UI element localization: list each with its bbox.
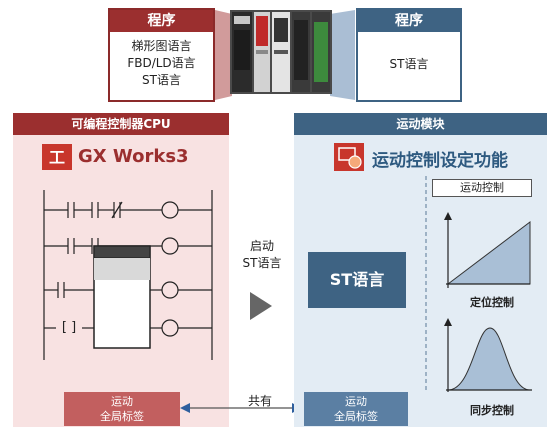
motion-panel-header: 运动模块 [294, 113, 547, 135]
ladder-bracket-label: [ ] [56, 320, 82, 335]
gx-works3-title: GX Works3 [78, 146, 189, 167]
start-st-label: 启动 ST语言 [242, 239, 282, 270]
program-lang-st-motion: ST语言 [389, 57, 429, 71]
ladder-diagram [43, 190, 213, 360]
gx-works3-icon: 工 [42, 144, 72, 170]
program-box-cpu: 程序 梯形图语言 FBD/LD语言 ST语言 [108, 8, 215, 102]
motion-global-label: 运动 全局标签 [304, 392, 408, 426]
st-language-box: ST语言 [308, 252, 406, 308]
shared-arrow [180, 403, 302, 413]
program-lang-ladder: 梯形图语言 [131, 39, 192, 53]
program-lang-fbd: FBD/LD语言 [127, 56, 196, 70]
program-lang-st: ST语言 [142, 73, 181, 87]
plc-hardware-image [230, 10, 332, 94]
positioning-control-chart [444, 212, 531, 288]
shared-label: 共有 [247, 394, 272, 408]
motion-control-tag: 运动控制 [432, 179, 532, 197]
motion-setting-icon [334, 143, 364, 171]
svg-text:工: 工 [49, 148, 65, 167]
cpu-panel-header: 可编程控制器CPU [13, 113, 229, 135]
synchronous-control-chart [444, 318, 532, 392]
program-box-cpu-title: 程序 [110, 10, 213, 32]
top-connectors [215, 10, 355, 100]
program-box-motion-title: 程序 [358, 10, 460, 32]
program-box-motion: 程序 ST语言 [356, 8, 462, 102]
positioning-control-label: 定位控制 [470, 296, 514, 309]
synchronous-control-label: 同步控制 [470, 404, 514, 417]
motion-setting-title: 运动控制设定功能 [372, 151, 508, 171]
start-arrow [250, 292, 272, 320]
cpu-global-label: 运动 全局标签 [64, 392, 180, 426]
motion-divider [425, 176, 427, 392]
